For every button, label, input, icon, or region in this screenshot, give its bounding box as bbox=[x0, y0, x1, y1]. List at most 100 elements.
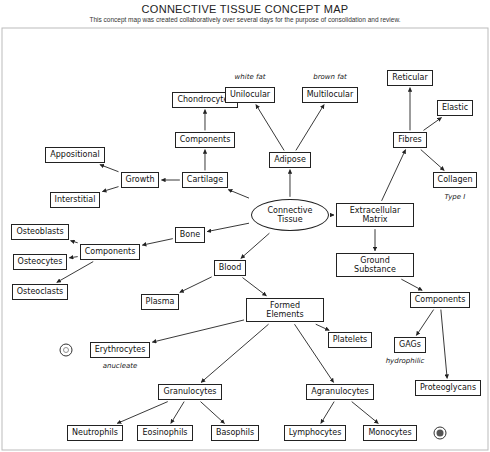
red-cell-sketch bbox=[60, 344, 72, 356]
concept-text: Connective Tissue bbox=[261, 206, 319, 224]
concept-connector bbox=[201, 402, 225, 424]
concept-text: GAGs bbox=[399, 340, 421, 349]
concept-box: Cartilage bbox=[182, 172, 228, 187]
concept-text: Eosinophils bbox=[142, 428, 187, 437]
concept-text: Growth bbox=[126, 175, 155, 184]
concept-box: Neutrophils bbox=[67, 425, 123, 440]
concept-text: Lymphocytes bbox=[289, 428, 342, 437]
concept-box: Growth bbox=[121, 172, 160, 187]
concept-text: Extracellular Matrix bbox=[341, 206, 409, 224]
concept-box: Osteocytes bbox=[13, 254, 68, 269]
concept-box: Ground Substance bbox=[336, 253, 414, 277]
concept-connector bbox=[207, 223, 249, 231]
concept-box: Lymphocytes bbox=[284, 425, 347, 440]
map-title: CONNECTIVE TISSUE CONCEPT MAP bbox=[0, 3, 490, 16]
concept-connector bbox=[71, 241, 78, 243]
annotation-note: Type I bbox=[444, 194, 467, 202]
concept-text: Elastic bbox=[442, 103, 468, 112]
concept-text: Granulocytes bbox=[163, 387, 216, 396]
concept-text: Blood bbox=[219, 263, 242, 272]
concept-box: Formed Elements bbox=[246, 298, 324, 322]
concept-box: Interstitial bbox=[50, 192, 101, 207]
concept-text: Erythrocytes bbox=[95, 345, 146, 354]
concept-box: Granulocytes bbox=[158, 384, 221, 399]
concept-connector bbox=[375, 229, 376, 251]
annotation-note: white fat bbox=[234, 74, 267, 82]
concept-connector bbox=[204, 110, 205, 131]
concept-connector bbox=[331, 215, 334, 216]
concept-connector bbox=[296, 105, 324, 151]
concept-box: Appositional bbox=[45, 147, 104, 162]
concept-text: Reticular bbox=[392, 73, 427, 82]
concept-box: Proteoglycans bbox=[415, 380, 481, 395]
concept-connector bbox=[441, 310, 447, 379]
red-cell-sketch bbox=[64, 348, 69, 353]
concept-box: Components bbox=[175, 132, 236, 147]
concept-connector bbox=[201, 324, 268, 382]
concept-connector bbox=[321, 402, 334, 424]
concept-text: Proteoglycans bbox=[420, 383, 476, 392]
concept-text: Osteocytes bbox=[18, 257, 63, 266]
concept-box: Blood bbox=[214, 260, 247, 275]
concept-box: Multilocular bbox=[302, 87, 359, 102]
concept-text: Unilocular bbox=[230, 90, 270, 99]
concept-text: Fibres bbox=[398, 135, 422, 144]
concept-text: Monocytes bbox=[368, 428, 411, 437]
concept-text: Ground Substance bbox=[341, 256, 409, 274]
concept-box: Components bbox=[80, 244, 141, 259]
concept-box: Agranulocytes bbox=[306, 384, 373, 399]
central-cloud: Connective Tissue bbox=[251, 199, 329, 231]
concept-connector bbox=[410, 88, 411, 131]
concept-connector bbox=[289, 170, 290, 197]
concept-connector bbox=[171, 402, 184, 424]
annotation-note: brown fat bbox=[312, 74, 348, 82]
concept-box: Platelets bbox=[328, 332, 372, 347]
concept-connector bbox=[228, 190, 249, 199]
concept-text: Osteoblasts bbox=[16, 227, 63, 236]
concept-connector bbox=[100, 165, 119, 172]
concept-text: Cartilage bbox=[187, 175, 223, 184]
concept-connector bbox=[256, 105, 284, 151]
concept-box: Collagen bbox=[433, 172, 478, 187]
concept-box: Osteoclasts bbox=[12, 284, 68, 299]
annotation-note: anucleate bbox=[102, 363, 139, 371]
concept-connector bbox=[142, 239, 173, 245]
concept-box: Plasma bbox=[141, 294, 180, 309]
concept-box: Monocytes bbox=[363, 425, 416, 440]
concept-text: Plasma bbox=[146, 297, 175, 306]
concept-box: Erythrocytes bbox=[90, 342, 151, 357]
concept-box: Osteoblasts bbox=[11, 224, 68, 239]
concept-connector bbox=[102, 187, 118, 192]
concept-connector bbox=[382, 150, 406, 201]
concept-connector bbox=[352, 402, 379, 424]
concept-connector bbox=[416, 310, 433, 336]
concept-connector bbox=[180, 277, 212, 293]
concept-connector bbox=[204, 150, 205, 171]
concept-text: Appositional bbox=[50, 150, 99, 159]
concept-box: Adipose bbox=[269, 152, 311, 167]
concept-box: Fibres bbox=[393, 132, 427, 147]
concept-box: GAGs bbox=[394, 337, 426, 352]
concept-text: Agranulocytes bbox=[311, 387, 368, 396]
concept-connector bbox=[421, 150, 444, 171]
concept-connector bbox=[241, 233, 270, 258]
concept-connector bbox=[243, 278, 267, 296]
concept-text: Components bbox=[180, 135, 231, 144]
concept-text: Components bbox=[415, 295, 466, 304]
concept-connector bbox=[69, 257, 77, 258]
concept-text: Components bbox=[85, 247, 136, 256]
annotation-note: hydrophilic bbox=[385, 358, 426, 366]
concept-box: Reticular bbox=[387, 70, 432, 85]
concept-box: Eosinophils bbox=[137, 425, 192, 440]
map-caption: This concept map was created collaborati… bbox=[0, 16, 490, 24]
concept-text: Interstitial bbox=[55, 195, 96, 204]
concept-connector bbox=[423, 118, 441, 131]
concept-connector bbox=[117, 402, 168, 424]
concept-text: Formed Elements bbox=[251, 301, 319, 319]
concept-box: Unilocular bbox=[225, 87, 275, 102]
concept-connector bbox=[316, 324, 329, 330]
concept-text: Multilocular bbox=[307, 90, 354, 99]
concept-text: Platelets bbox=[333, 335, 367, 344]
concept-text: Adipose bbox=[274, 155, 306, 164]
